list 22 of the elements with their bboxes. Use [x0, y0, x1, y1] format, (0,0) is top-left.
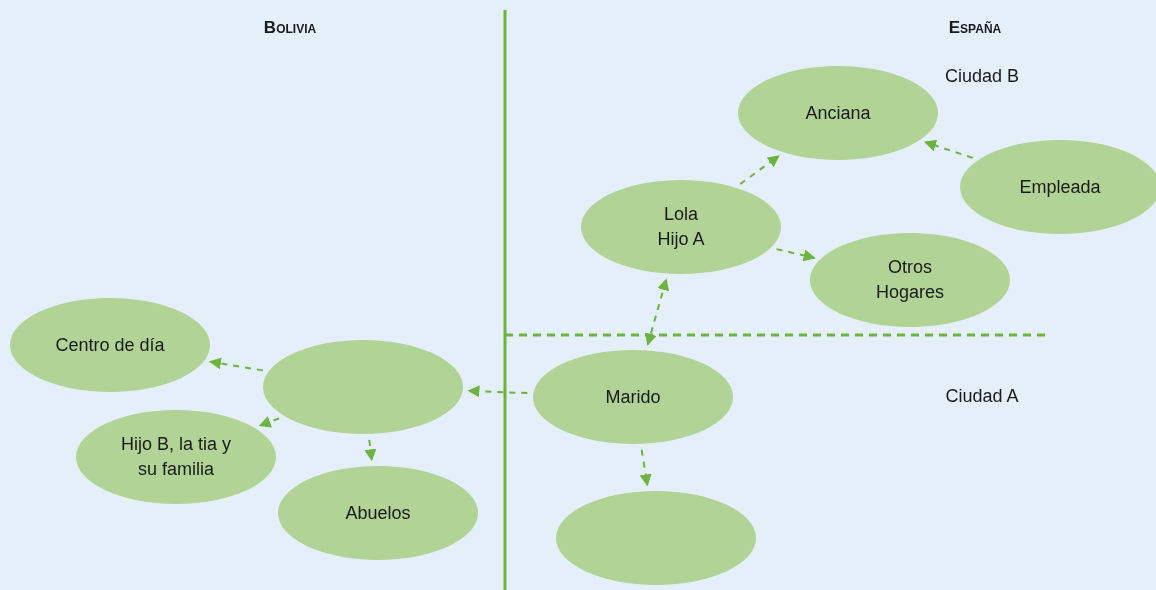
dashed-arrow [639, 448, 652, 487]
dashed-arrow [644, 278, 670, 346]
dashed-arrow [364, 438, 377, 462]
dashed-arrow [258, 416, 281, 428]
node-label: Marido [605, 385, 661, 409]
region-heading: Bolivia [263, 17, 317, 40]
dashed-arrow [775, 248, 816, 262]
dashed-arrow [209, 357, 264, 372]
place-label: Ciudad A [945, 384, 1019, 408]
node-label: Empleada [1019, 175, 1101, 199]
dashed-arrow [467, 385, 529, 398]
node-label: Abuelos [345, 501, 411, 525]
node-label: Hijo B, la tia y su familia [119, 433, 232, 481]
dashed-arrow [739, 155, 780, 185]
node-label: Otros Hogares [874, 256, 945, 304]
node-label: Centro de día [55, 333, 165, 357]
node-label: Anciana [805, 101, 871, 125]
node-label: Lola [664, 203, 698, 226]
dashed-arrow [924, 139, 974, 159]
node-label: Hijo A [657, 228, 705, 251]
place-label: Ciudad B [944, 64, 1020, 88]
region-heading: España [948, 17, 1002, 40]
